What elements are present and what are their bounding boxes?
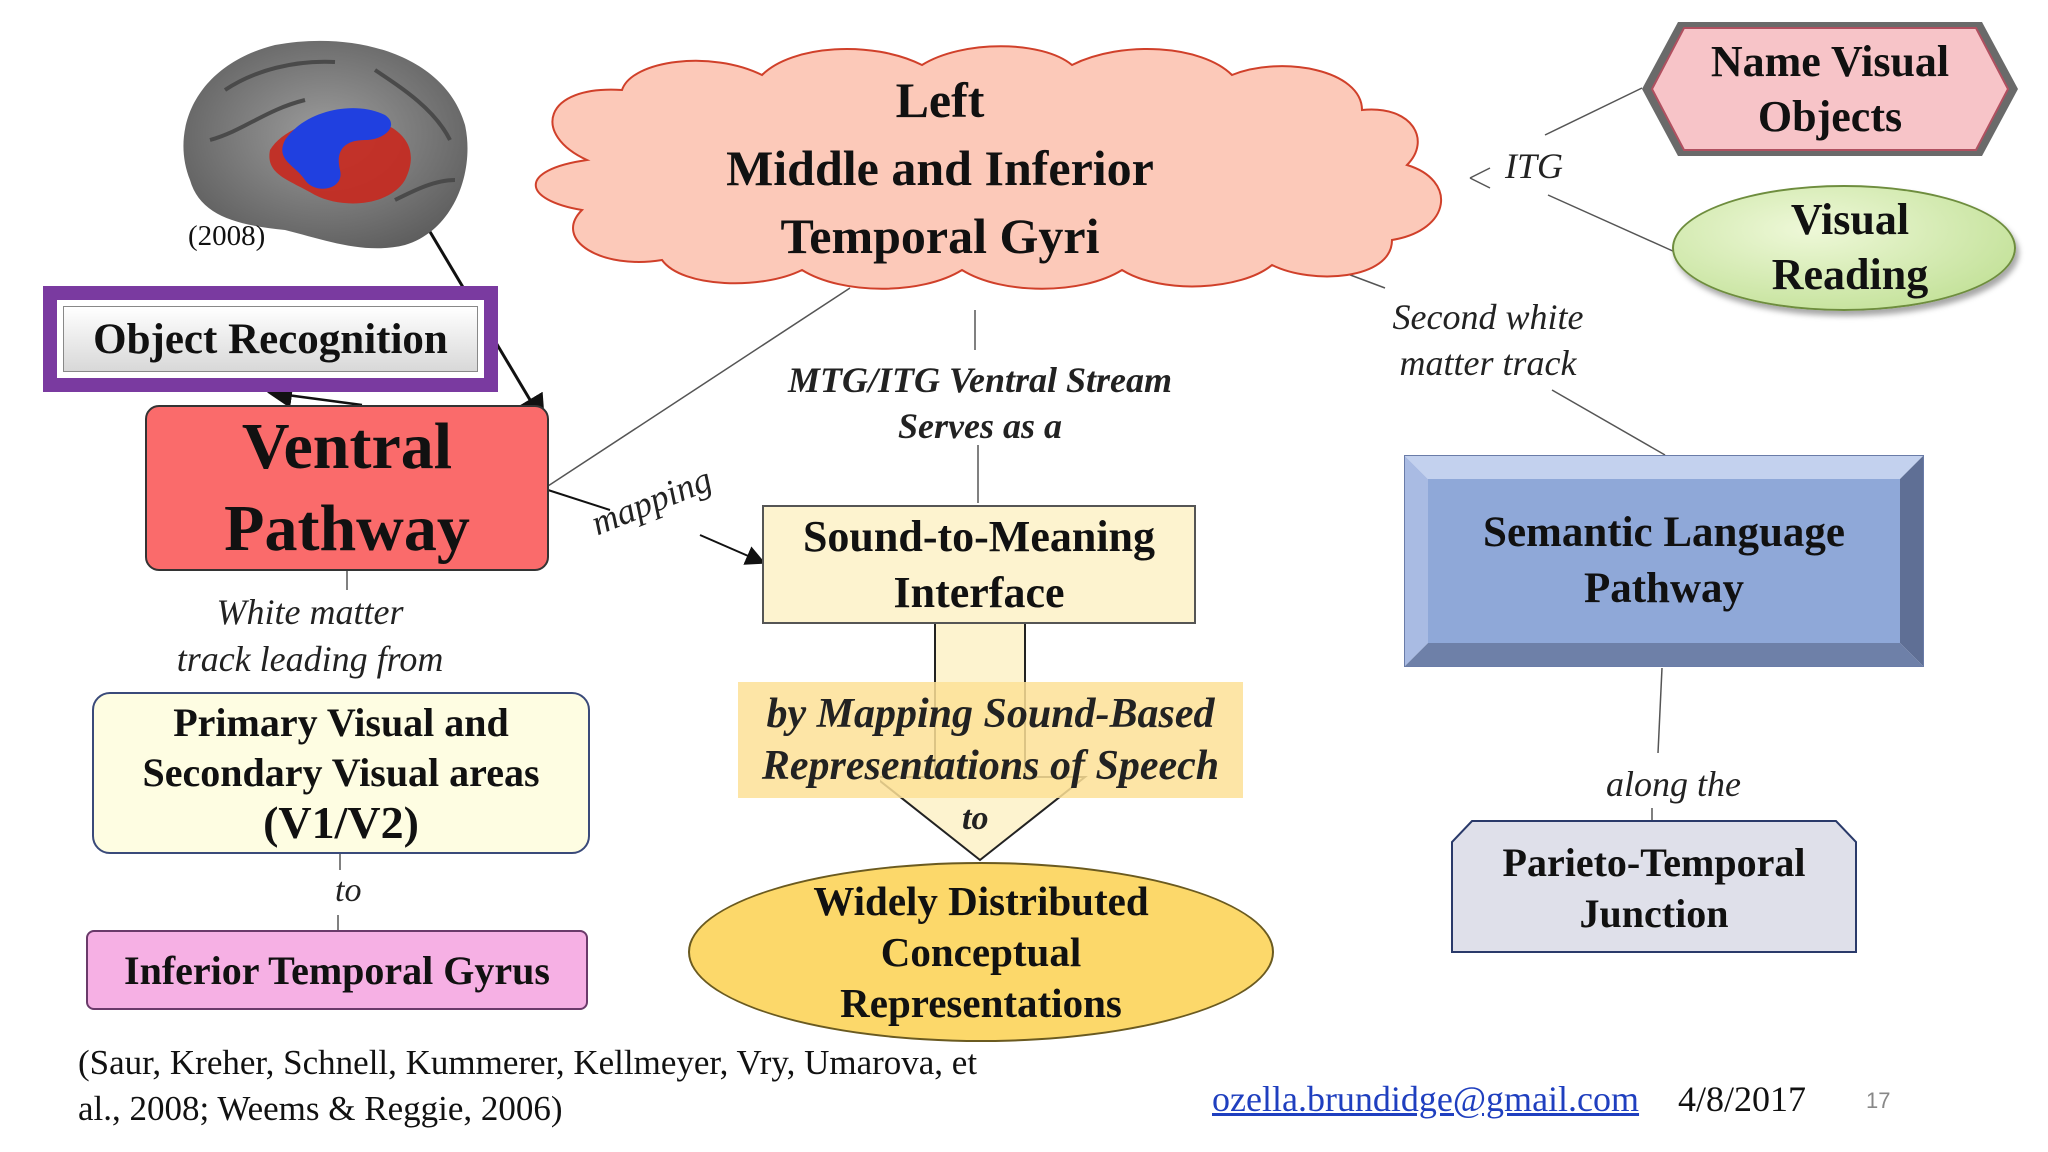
- ventral-pathway-box: Ventral Pathway: [145, 405, 549, 571]
- hexagon-line-1: Name Visual: [1710, 37, 1950, 86]
- inferior-temporal-box: Inferior Temporal Gyrus: [86, 930, 588, 1010]
- ventral-line-1: Ventral: [241, 410, 453, 483]
- hexagon-line-2: Objects: [1757, 92, 1903, 141]
- widely-line-3: Representations: [840, 979, 1122, 1026]
- semantic-bevel-shape: [1404, 455, 1924, 667]
- widely-line-1: Widely Distributed: [813, 877, 1149, 924]
- mtg-line-2: Serves as a: [898, 405, 1062, 446]
- primary-line-2: Secondary Visual areas: [142, 750, 540, 795]
- cloud-line-3: Temporal Gyri: [780, 208, 1100, 264]
- primary-line-3: (V1/V2): [263, 797, 419, 848]
- arrow-mapping: [547, 489, 611, 511]
- line-semantic-along: [1657, 667, 1663, 754]
- hexagon-text: Name Visual Objects: [1660, 30, 2000, 148]
- sound-to-meaning-box: Sound-to-Meaning Interface: [762, 505, 1196, 624]
- arrow-mapping-head: [699, 534, 766, 565]
- cloud-line-2: Middle and Inferior: [726, 140, 1154, 196]
- primary-visual-box: Primary Visual and Secondary Visual area…: [92, 692, 590, 854]
- line-itg-oval: [1547, 194, 1676, 253]
- second-white-line-2: matter track: [1399, 343, 1577, 383]
- itg-label: ITG: [1505, 146, 1564, 186]
- footer-date: 4/8/2017: [1678, 1079, 1807, 1119]
- hexagon-shape: [1642, 22, 2018, 156]
- cloud-shape: [535, 45, 1443, 290]
- visual-reading-line-2: Reading: [1771, 250, 1929, 299]
- semantic-line-1: Semantic Language: [1483, 509, 1845, 556]
- parieto-line-2: Junction: [1579, 891, 1729, 936]
- semantic-pathway-text: Semantic Language Pathway: [1428, 479, 1900, 643]
- sound-line-1: Sound-to-Meaning: [802, 511, 1156, 561]
- to-left-label: to: [335, 872, 362, 909]
- brain-image: [165, 30, 475, 255]
- along-label: along the: [1606, 764, 1741, 804]
- white-matter-label: White matter track leading from: [145, 588, 475, 683]
- line-itg-cloud: [1469, 167, 1491, 179]
- primary-line-1: Primary Visual and: [173, 700, 509, 745]
- widely-distributed-ellipse: Widely Distributed Conceptual Representa…: [688, 862, 1274, 1042]
- arrow-ventral-object: [267, 383, 363, 409]
- parieto-text: Parieto-Temporal Junction: [1452, 824, 1856, 952]
- visual-reading-line-1: Visual: [1790, 195, 1910, 244]
- line-cloud-ventral: [547, 287, 851, 487]
- visual-reading-text: Visual Reading: [1690, 192, 2010, 302]
- second-white-label: Second white matter track: [1368, 292, 1608, 388]
- parieto-line-1: Parieto-Temporal: [1502, 840, 1806, 885]
- white-matter-line-2: track leading from: [176, 638, 444, 679]
- mtg-line-1: MTG/ITG Ventral Stream: [787, 359, 1173, 400]
- by-mapping-line-1: by Mapping Sound-Based: [766, 691, 1215, 737]
- widely-line-2: Conceptual: [880, 928, 1082, 975]
- parieto-shape: [1451, 820, 1857, 953]
- citation-line-2: al., 2008; Weems & Reggie, 2006): [78, 1089, 563, 1128]
- line-second-semantic: [1551, 389, 1666, 456]
- semantic-line-2: Pathway: [1583, 565, 1745, 612]
- citation-line-1: (Saur, Kreher, Schnell, Kummerer, Kellme…: [78, 1043, 978, 1082]
- brain-year-label: (2008): [188, 220, 266, 252]
- footer-email-link[interactable]: ozella.brundidge@gmail.com: [1212, 1079, 1640, 1119]
- cloud-line-1: Left: [895, 72, 985, 128]
- mtg-label: MTG/ITG Ventral Stream Serves as a: [760, 355, 1200, 450]
- to-center-label: to: [962, 800, 989, 837]
- cloud-text: Left Middle and Inferior Temporal Gyri: [620, 68, 1260, 268]
- by-mapping-box: by Mapping Sound-Based Representations o…: [738, 682, 1243, 798]
- ventral-line-2: Pathway: [224, 492, 470, 565]
- sound-line-2: Interface: [893, 567, 1065, 617]
- object-recognition-box: [43, 286, 498, 392]
- slide-number: 17: [1866, 1088, 1891, 1113]
- line-itg-cloud2: [1469, 177, 1491, 189]
- object-recognition-label: Object Recognition: [93, 315, 448, 363]
- second-white-line-1: Second white: [1392, 297, 1584, 337]
- by-mapping-line-2: Representations of Speech: [761, 743, 1220, 789]
- visual-reading-oval: [1672, 185, 2016, 311]
- line-itg-hex: [1544, 87, 1643, 136]
- white-matter-line-1: White matter: [216, 591, 404, 632]
- citation: (Saur, Kreher, Schnell, Kummerer, Kellme…: [78, 1040, 977, 1132]
